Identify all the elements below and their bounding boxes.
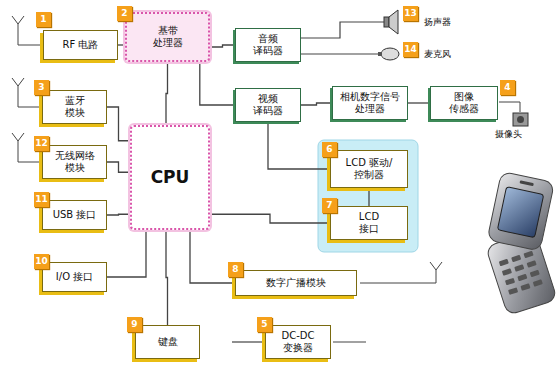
node-text: 蓝牙 模块 bbox=[62, 95, 88, 119]
antenna-symbols bbox=[12, 16, 442, 283]
callout-number: 13 bbox=[403, 6, 418, 21]
module-box: 无线网络 模块 bbox=[42, 145, 107, 179]
part-label: 扬声器 bbox=[423, 16, 452, 29]
lcd-panel bbox=[318, 140, 418, 252]
callout-number: 5 bbox=[257, 317, 272, 332]
connector-line bbox=[118, 44, 125, 45]
driver-box: LCD 驱动/ 控制器 bbox=[330, 150, 408, 188]
connector-line bbox=[210, 45, 235, 47]
node-text: LCD 接口 bbox=[356, 211, 382, 235]
codec-box: 音频 译码器 bbox=[235, 28, 301, 62]
interface-box: LCD 接口 bbox=[330, 206, 408, 240]
connector-line bbox=[107, 214, 130, 216]
node-text: RF 电路 bbox=[63, 39, 99, 51]
microphone-symbol bbox=[378, 48, 399, 60]
connector-line bbox=[166, 230, 168, 325]
connector-line bbox=[107, 107, 130, 141]
callout-number: 8 bbox=[228, 262, 243, 277]
node-text: 键盘 bbox=[158, 336, 178, 348]
node-text: 图像 传感器 bbox=[447, 91, 481, 115]
node-text: DC-DC 变换器 bbox=[280, 330, 316, 354]
circuit-box: RF 电路 bbox=[43, 30, 118, 60]
connector-line bbox=[408, 102, 430, 103]
connector-line bbox=[210, 214, 330, 223]
callout-number: 9 bbox=[127, 317, 142, 332]
node-text: I/O 接口 bbox=[56, 271, 93, 283]
connector-line bbox=[268, 122, 330, 169]
connector-line bbox=[166, 62, 168, 125]
callout-number: 4 bbox=[500, 80, 515, 95]
node-text: 音频 译码器 bbox=[251, 33, 285, 57]
cpu-box: CPU bbox=[130, 125, 210, 230]
flip-phone-illustration bbox=[486, 171, 558, 315]
connector-line bbox=[301, 103, 332, 105]
connector-line bbox=[107, 162, 130, 172]
interface-box: I/O 接口 bbox=[42, 262, 107, 292]
interface-box: USB 接口 bbox=[42, 200, 107, 230]
keyboard-box: 键盘 bbox=[135, 325, 200, 359]
module-box: 蓝牙 模块 bbox=[42, 90, 107, 124]
node-text: CPU bbox=[151, 167, 190, 187]
node-text: 数字广播模块 bbox=[266, 277, 326, 289]
converter-box: DC-DC 变换器 bbox=[265, 325, 331, 359]
node-text: LCD 驱动/ 控制器 bbox=[344, 157, 394, 181]
node-text: 视频 译码器 bbox=[251, 93, 285, 117]
connector-line bbox=[107, 230, 146, 277]
dsp-box: 相机数字信号 处理器 bbox=[332, 86, 408, 120]
speaker-symbol bbox=[384, 10, 398, 34]
node-text: 相机数字信号 处理器 bbox=[338, 91, 402, 115]
callout-number: 3 bbox=[34, 80, 49, 95]
connector-line bbox=[200, 62, 235, 105]
module-box: 数字广播模块 bbox=[235, 270, 357, 296]
callout-number: 10 bbox=[34, 254, 49, 269]
part-label: 摄像头 bbox=[494, 128, 523, 141]
callout-number: 7 bbox=[322, 198, 337, 213]
node-text: USB 接口 bbox=[53, 209, 97, 221]
callout-number: 12 bbox=[34, 136, 49, 151]
callout-number: 1 bbox=[36, 12, 51, 27]
part-label: 麦克风 bbox=[423, 48, 452, 61]
callout-number: 11 bbox=[34, 192, 49, 207]
camera-icon bbox=[499, 102, 528, 126]
node-text: 无线网络 模块 bbox=[52, 150, 98, 174]
callout-number: 6 bbox=[322, 142, 337, 157]
processor-box: 基带 处理器 bbox=[125, 12, 210, 62]
codec-box: 视频 译码器 bbox=[235, 88, 301, 122]
sensor-box: 图像 传感器 bbox=[430, 86, 498, 120]
callout-number: 2 bbox=[117, 6, 132, 21]
callout-number: 14 bbox=[403, 42, 418, 57]
connector-line bbox=[368, 188, 369, 206]
audio-wires bbox=[301, 22, 384, 54]
node-text: 基带 处理器 bbox=[151, 25, 185, 49]
